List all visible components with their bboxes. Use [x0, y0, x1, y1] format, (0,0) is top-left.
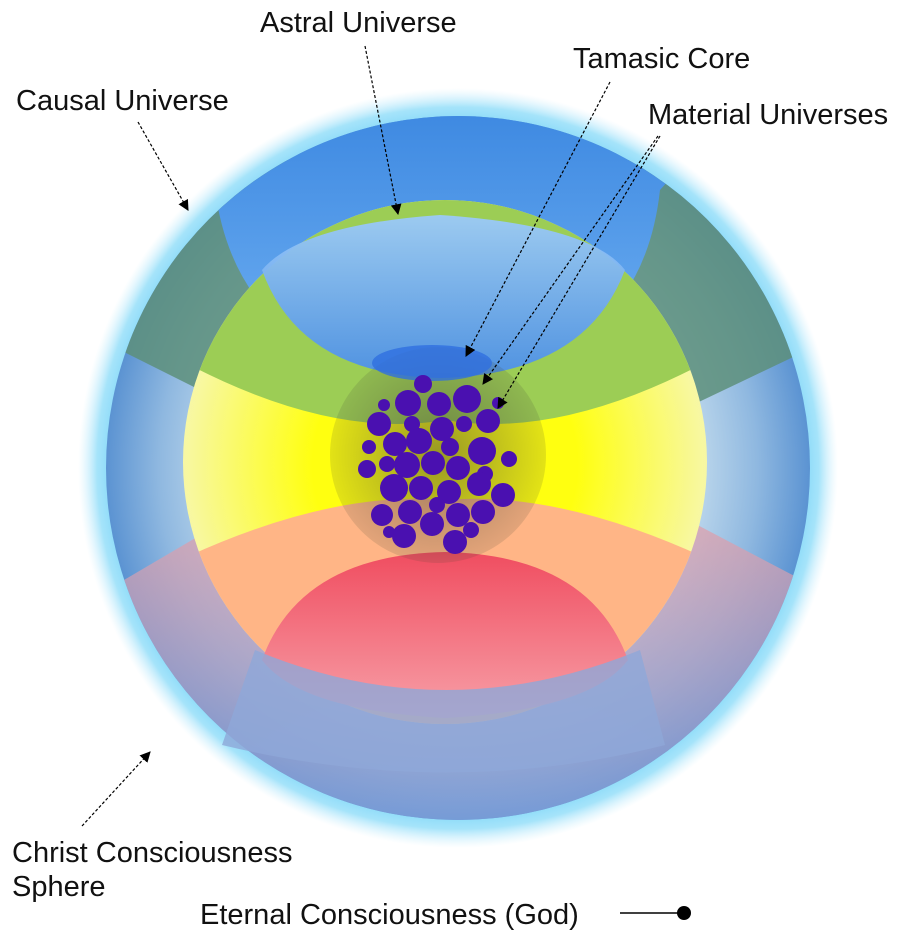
material-universe-circle	[446, 503, 470, 527]
christ-consciousness-label: Christ Consciousness Sphere	[12, 836, 292, 904]
arrow-christ	[81, 751, 151, 827]
material-universe-circle	[441, 438, 459, 456]
material-universe-circle	[427, 392, 451, 416]
material-universe-circle	[430, 417, 454, 441]
material-universe-circle	[453, 385, 481, 413]
material-universes-label: Material Universes	[648, 99, 889, 131]
material-universe-circle	[429, 497, 445, 513]
causal-universe-label: Causal Universe	[16, 85, 229, 117]
material-universe-circle	[398, 500, 422, 524]
arrow-astral	[364, 45, 402, 216]
material-universe-circle	[443, 530, 467, 554]
arrow-material-2	[497, 135, 661, 409]
astral-inner-dome	[262, 215, 625, 378]
material-universe-circle	[437, 480, 461, 504]
arrow-material-1	[482, 135, 659, 385]
material-universes	[358, 375, 517, 554]
material-universe-circle	[395, 390, 421, 416]
material-universe-circle	[406, 428, 432, 454]
lower-panel	[222, 650, 665, 773]
arrow-causal	[137, 121, 189, 211]
tamasic-core-cap	[372, 345, 492, 381]
material-universe-circle	[379, 456, 395, 472]
material-universe-circle	[367, 412, 391, 436]
material-universe-circle	[371, 504, 393, 526]
material-universe-circle	[446, 456, 470, 480]
material-universe-circle	[476, 409, 500, 433]
material-universe-circle	[358, 460, 376, 478]
arrow-tamasic	[465, 81, 611, 357]
material-universe-circle	[394, 452, 420, 478]
eternal-consciousness-label: Eternal Consciousness (God)	[200, 899, 579, 931]
christ-label-line2: Sphere	[12, 871, 106, 903]
material-universe-circle	[471, 500, 495, 524]
material-universe-circle	[383, 432, 407, 456]
material-universe-circle	[463, 522, 479, 538]
red-dome	[262, 552, 628, 718]
material-universe-circle	[404, 416, 420, 432]
tamasic-core-label: Tamasic Core	[573, 43, 751, 75]
material-universe-circle	[467, 472, 491, 496]
god-dot-icon	[677, 906, 691, 920]
material-universe-circle	[383, 526, 395, 538]
christ-label-line1: Christ Consciousness	[12, 837, 293, 869]
material-universe-circle	[420, 512, 444, 536]
material-universe-circle	[378, 399, 390, 411]
material-universe-circle	[456, 416, 472, 432]
pointer-lines	[81, 45, 661, 827]
astral-universe-label: Astral Universe	[260, 7, 457, 39]
material-universe-circle	[414, 375, 432, 393]
material-universe-circle	[501, 451, 517, 467]
material-universe-circle	[362, 440, 376, 454]
material-universe-circle	[421, 451, 445, 475]
material-universe-circle	[409, 476, 433, 500]
material-universe-circle	[380, 474, 408, 502]
material-universe-circle	[392, 524, 416, 548]
material-universe-circle	[491, 483, 515, 507]
material-universe-circle	[468, 437, 496, 465]
